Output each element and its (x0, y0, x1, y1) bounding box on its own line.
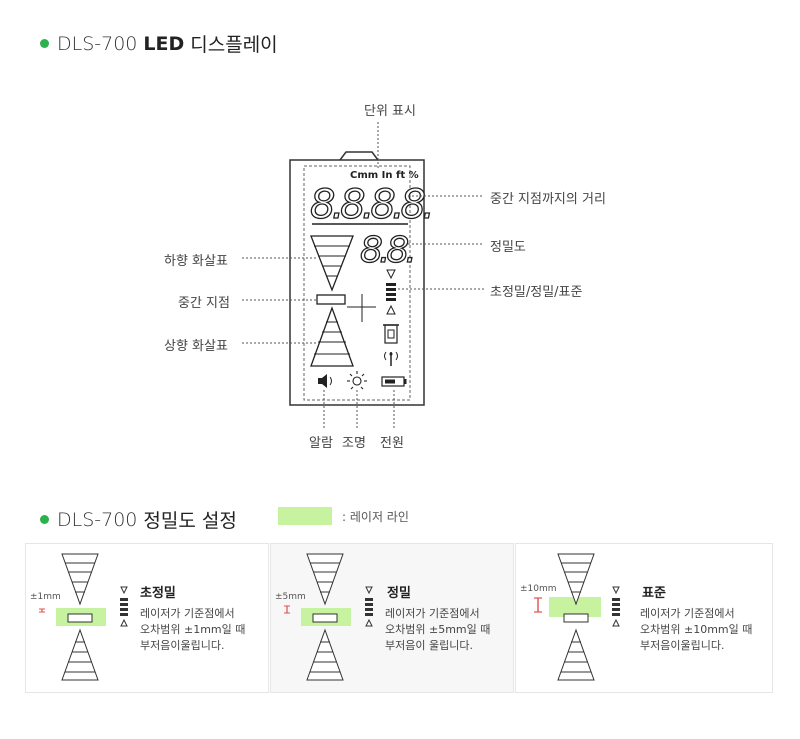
callout-precision: 정밀도 (490, 240, 526, 255)
display-section-title: DLS-700 LED 디스플레이 (40, 30, 278, 57)
callout-alarm: 알람 (309, 436, 333, 451)
laser-line (549, 597, 601, 617)
callout-light: 조명 (342, 436, 366, 451)
precision-description: 레이저가 기준점에서 오차범위 ±5mm일 때 부저음이 울립니다. (385, 607, 491, 652)
unit-indicator: Cmm In ft % (350, 170, 419, 181)
precision-level-icon (612, 586, 620, 627)
callout-unit: 단위 표시 (364, 104, 416, 119)
precision-level-icon (386, 269, 396, 315)
middle-point-bar (312, 613, 338, 623)
laser-line-swatch (278, 507, 332, 525)
precision-description: 레이저가 기준점에서 오차범위 ±1mm일 때 부저음이울립니다. (140, 607, 246, 652)
middle-point-bar (67, 613, 93, 623)
precision-digits: 8.8. (360, 230, 413, 271)
model-name: DLS-700 (57, 32, 138, 55)
precision-level-icon (120, 586, 128, 627)
battery-icon (381, 376, 407, 387)
down-arrow-icon (61, 553, 99, 606)
down-arrow-icon (306, 553, 344, 606)
callout-precision-levels: 초정밀/정밀/표준 (490, 285, 583, 300)
bullet-dot-icon (40, 39, 49, 48)
precision-panel-standard: ±10mm 표준 레이저가 기준점에서 오차범 (515, 543, 773, 693)
bullet-dot-icon (40, 515, 49, 524)
model-name: DLS-700 (57, 508, 138, 531)
callout-distance: 중간 지점까지의 거리 (490, 192, 606, 207)
tolerance-label: ±5mm (275, 592, 306, 602)
standard-precision-diagram (534, 553, 620, 681)
precision-panel-fine: ±5mm 정밀 레이저가 기준점에서 오차범위 (270, 543, 514, 693)
precision-description: 레이저가 기준점에서 오차범위 ±10mm일 때 부저음이울립니다. (640, 607, 753, 652)
tolerance-label: ±10mm (520, 584, 557, 594)
precision-title: 초정밀 (140, 586, 176, 601)
callout-middle: 중간 지점 (178, 296, 230, 311)
tolerance-label: ±1mm (30, 592, 61, 602)
precision-title: 정밀 (387, 586, 411, 601)
precision-title: 표준 (642, 586, 666, 601)
antenna-icon (384, 351, 398, 366)
light-icon (347, 371, 367, 390)
up-arrow-icon (306, 628, 344, 681)
precision-level-icon (365, 586, 373, 627)
mount-icon (383, 324, 399, 344)
up-arrow-icon (61, 628, 99, 681)
title-led: LED (143, 32, 185, 55)
down-arrow-icon (557, 553, 595, 606)
title-display: 디스플레이 (190, 34, 278, 56)
middle-point-bar (316, 294, 346, 305)
callout-down-arrow: 하향 화살표 (164, 254, 228, 269)
callout-leaders (242, 122, 484, 428)
up-arrow-icon (557, 628, 595, 681)
down-arrow-icon (310, 235, 354, 292)
fine-precision-diagram (284, 553, 373, 681)
led-display-diagram: Cmm In ft % 8.8.8.8. 8.8. (242, 122, 484, 428)
speaker-icon (318, 374, 332, 388)
callout-up-arrow: 상향 화살표 (164, 339, 228, 354)
callout-power: 전원 (380, 436, 404, 451)
middle-point-bar (563, 613, 589, 623)
laser-line-legend: : 레이저 라인 (342, 510, 409, 524)
ultra-precision-diagram (39, 553, 128, 681)
precision-section-title: DLS-700 정밀도 설정 (40, 506, 237, 533)
precision-panel-ultra: ±1mm 초정밀 레이저가 기준점에서 오차범 (25, 543, 269, 693)
up-arrow-icon (310, 306, 354, 367)
crosshair-icon (347, 294, 376, 322)
device-top-tab (339, 151, 379, 161)
main-digits: 8.8.8.8. (310, 182, 431, 228)
title-precision-setting: 정밀도 설정 (143, 510, 237, 532)
